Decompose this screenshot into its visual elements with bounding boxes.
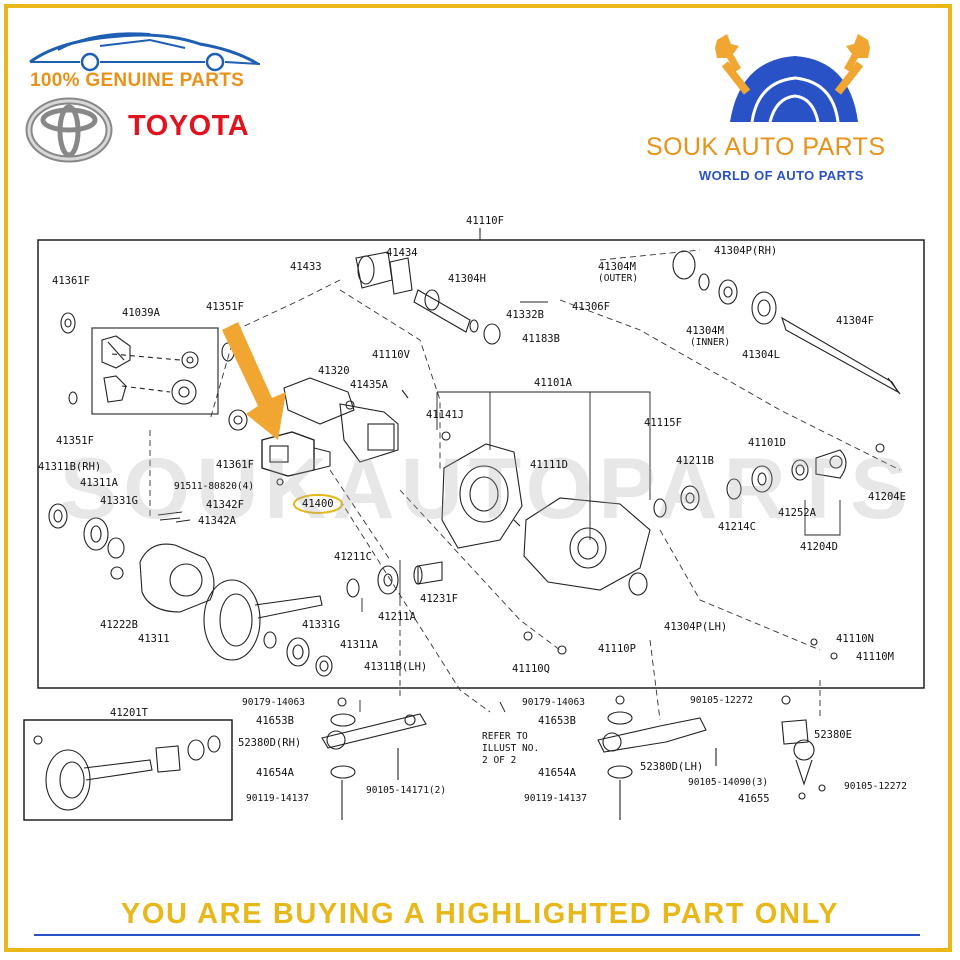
pinion-gear-group bbox=[101, 335, 199, 405]
part-label: 41115F bbox=[644, 417, 682, 429]
part-label: 90105-12272 bbox=[844, 781, 907, 792]
part-label: 90119-14137 bbox=[246, 793, 309, 804]
part-label: 41110F bbox=[466, 215, 504, 227]
highlighted-part-label: 41400 bbox=[302, 498, 334, 510]
part-label: 41331G bbox=[100, 495, 138, 507]
part-label: 41110V bbox=[372, 349, 410, 361]
part-label: 41653B bbox=[256, 715, 294, 727]
part-label: 41304P(LH) bbox=[664, 621, 728, 633]
part-label: 41351F bbox=[206, 301, 244, 313]
souk-logo-icon bbox=[715, 34, 870, 123]
part-label: 52380D(RH) bbox=[238, 737, 302, 749]
highlight-arrow bbox=[222, 322, 286, 440]
part-label: 52380E bbox=[814, 729, 852, 741]
part-label: 90105-14090(3) bbox=[688, 777, 769, 788]
genuine-parts-text: 100% GENUINE PARTS bbox=[30, 70, 245, 91]
shop-name: SOUK AUTO PARTS bbox=[646, 133, 886, 161]
part-label: 41211C bbox=[334, 551, 372, 563]
part-label: (OUTER) bbox=[598, 273, 639, 284]
part-label: 41304M bbox=[686, 325, 724, 337]
part-label: 41320 bbox=[318, 365, 350, 377]
part-label: 41342A bbox=[198, 515, 236, 527]
part-label: 41101A bbox=[534, 377, 572, 389]
part-label: 90179-14063 bbox=[522, 697, 585, 708]
part-label: 41039A bbox=[122, 307, 160, 319]
part-label: 41361F bbox=[216, 459, 254, 471]
highlight-notice-banner: YOU ARE BUYING A HIGHLIGHTED PART ONLY bbox=[120, 898, 840, 930]
part-label: 41211B bbox=[676, 455, 714, 467]
part-label: 41331G bbox=[302, 619, 340, 631]
part-label: 41110Q bbox=[512, 663, 550, 675]
part-label: 41110P bbox=[598, 643, 636, 655]
part-label: 90119-14137 bbox=[524, 793, 587, 804]
part-label: 41342F bbox=[206, 499, 244, 511]
shop-tagline: WORLD OF AUTO PARTS bbox=[699, 168, 864, 183]
refer-note: 2 OF 2 bbox=[482, 755, 517, 766]
banner-underline bbox=[34, 934, 920, 936]
part-label: 41654A bbox=[256, 767, 294, 779]
part-label: 41183B bbox=[522, 333, 560, 345]
part-label: 41654A bbox=[538, 767, 576, 779]
image-frame bbox=[4, 4, 952, 952]
highlight-ring bbox=[293, 494, 343, 514]
part-label: 41101D bbox=[748, 437, 786, 449]
part-label: 41361F bbox=[52, 275, 90, 287]
part-label: 41433 bbox=[290, 261, 322, 273]
watermark-text: SOUKAUTOPARTS bbox=[60, 441, 914, 537]
part-label: 41655 bbox=[738, 793, 770, 805]
part-label: 41141J bbox=[426, 409, 464, 421]
part-label: 41435A bbox=[350, 379, 388, 391]
toyota-brand-name: TOYOTA bbox=[128, 110, 250, 142]
part-label: 52380D(LH) bbox=[640, 761, 704, 773]
part-label: 41204D bbox=[800, 541, 838, 553]
part-label: 41304H bbox=[448, 273, 486, 285]
part-label: 41231F bbox=[420, 593, 458, 605]
refer-note: ILLUST NO. bbox=[482, 743, 540, 754]
part-label: 41252A bbox=[778, 507, 816, 519]
part-label: 41304P(RH) bbox=[714, 245, 778, 257]
part-label: 41311B(LH) bbox=[364, 661, 428, 673]
part-label: 41111D bbox=[530, 459, 568, 471]
part-label: 41201T bbox=[110, 707, 148, 719]
part-label: 41110N bbox=[836, 633, 874, 645]
part-label: 41110M bbox=[856, 651, 894, 663]
part-label: 41332B bbox=[506, 309, 544, 321]
part-label: 41304F bbox=[836, 315, 874, 327]
part-label: (INNER) bbox=[690, 337, 731, 348]
part-label: 41311A bbox=[80, 477, 118, 489]
part-label: 41306F bbox=[572, 301, 610, 313]
part-label: 90179-14063 bbox=[242, 697, 305, 708]
part-label: 41311B(RH) bbox=[38, 461, 102, 473]
part-label: 41653B bbox=[538, 715, 576, 727]
part-label: 91511-80820(4) bbox=[174, 481, 255, 492]
part-label: 41434 bbox=[386, 247, 418, 259]
part-label: 41204E bbox=[868, 491, 906, 503]
part-label: 41311A bbox=[340, 639, 378, 651]
refer-note: REFER TO bbox=[482, 731, 528, 742]
part-label: 41222B bbox=[100, 619, 138, 631]
part-label: 41214C bbox=[718, 521, 756, 533]
car-logo-icon bbox=[29, 32, 261, 72]
part-label: 41304M bbox=[598, 261, 636, 273]
part-label: 41211A bbox=[378, 611, 416, 623]
toyota-emblem-icon bbox=[25, 97, 113, 163]
part-label: 41351F bbox=[56, 435, 94, 447]
part-label: 90105-12272 bbox=[690, 695, 753, 706]
part-label: 41304L bbox=[742, 349, 780, 361]
part-label: 90105-14171(2) bbox=[366, 785, 447, 796]
part-label: 41311 bbox=[138, 633, 170, 645]
